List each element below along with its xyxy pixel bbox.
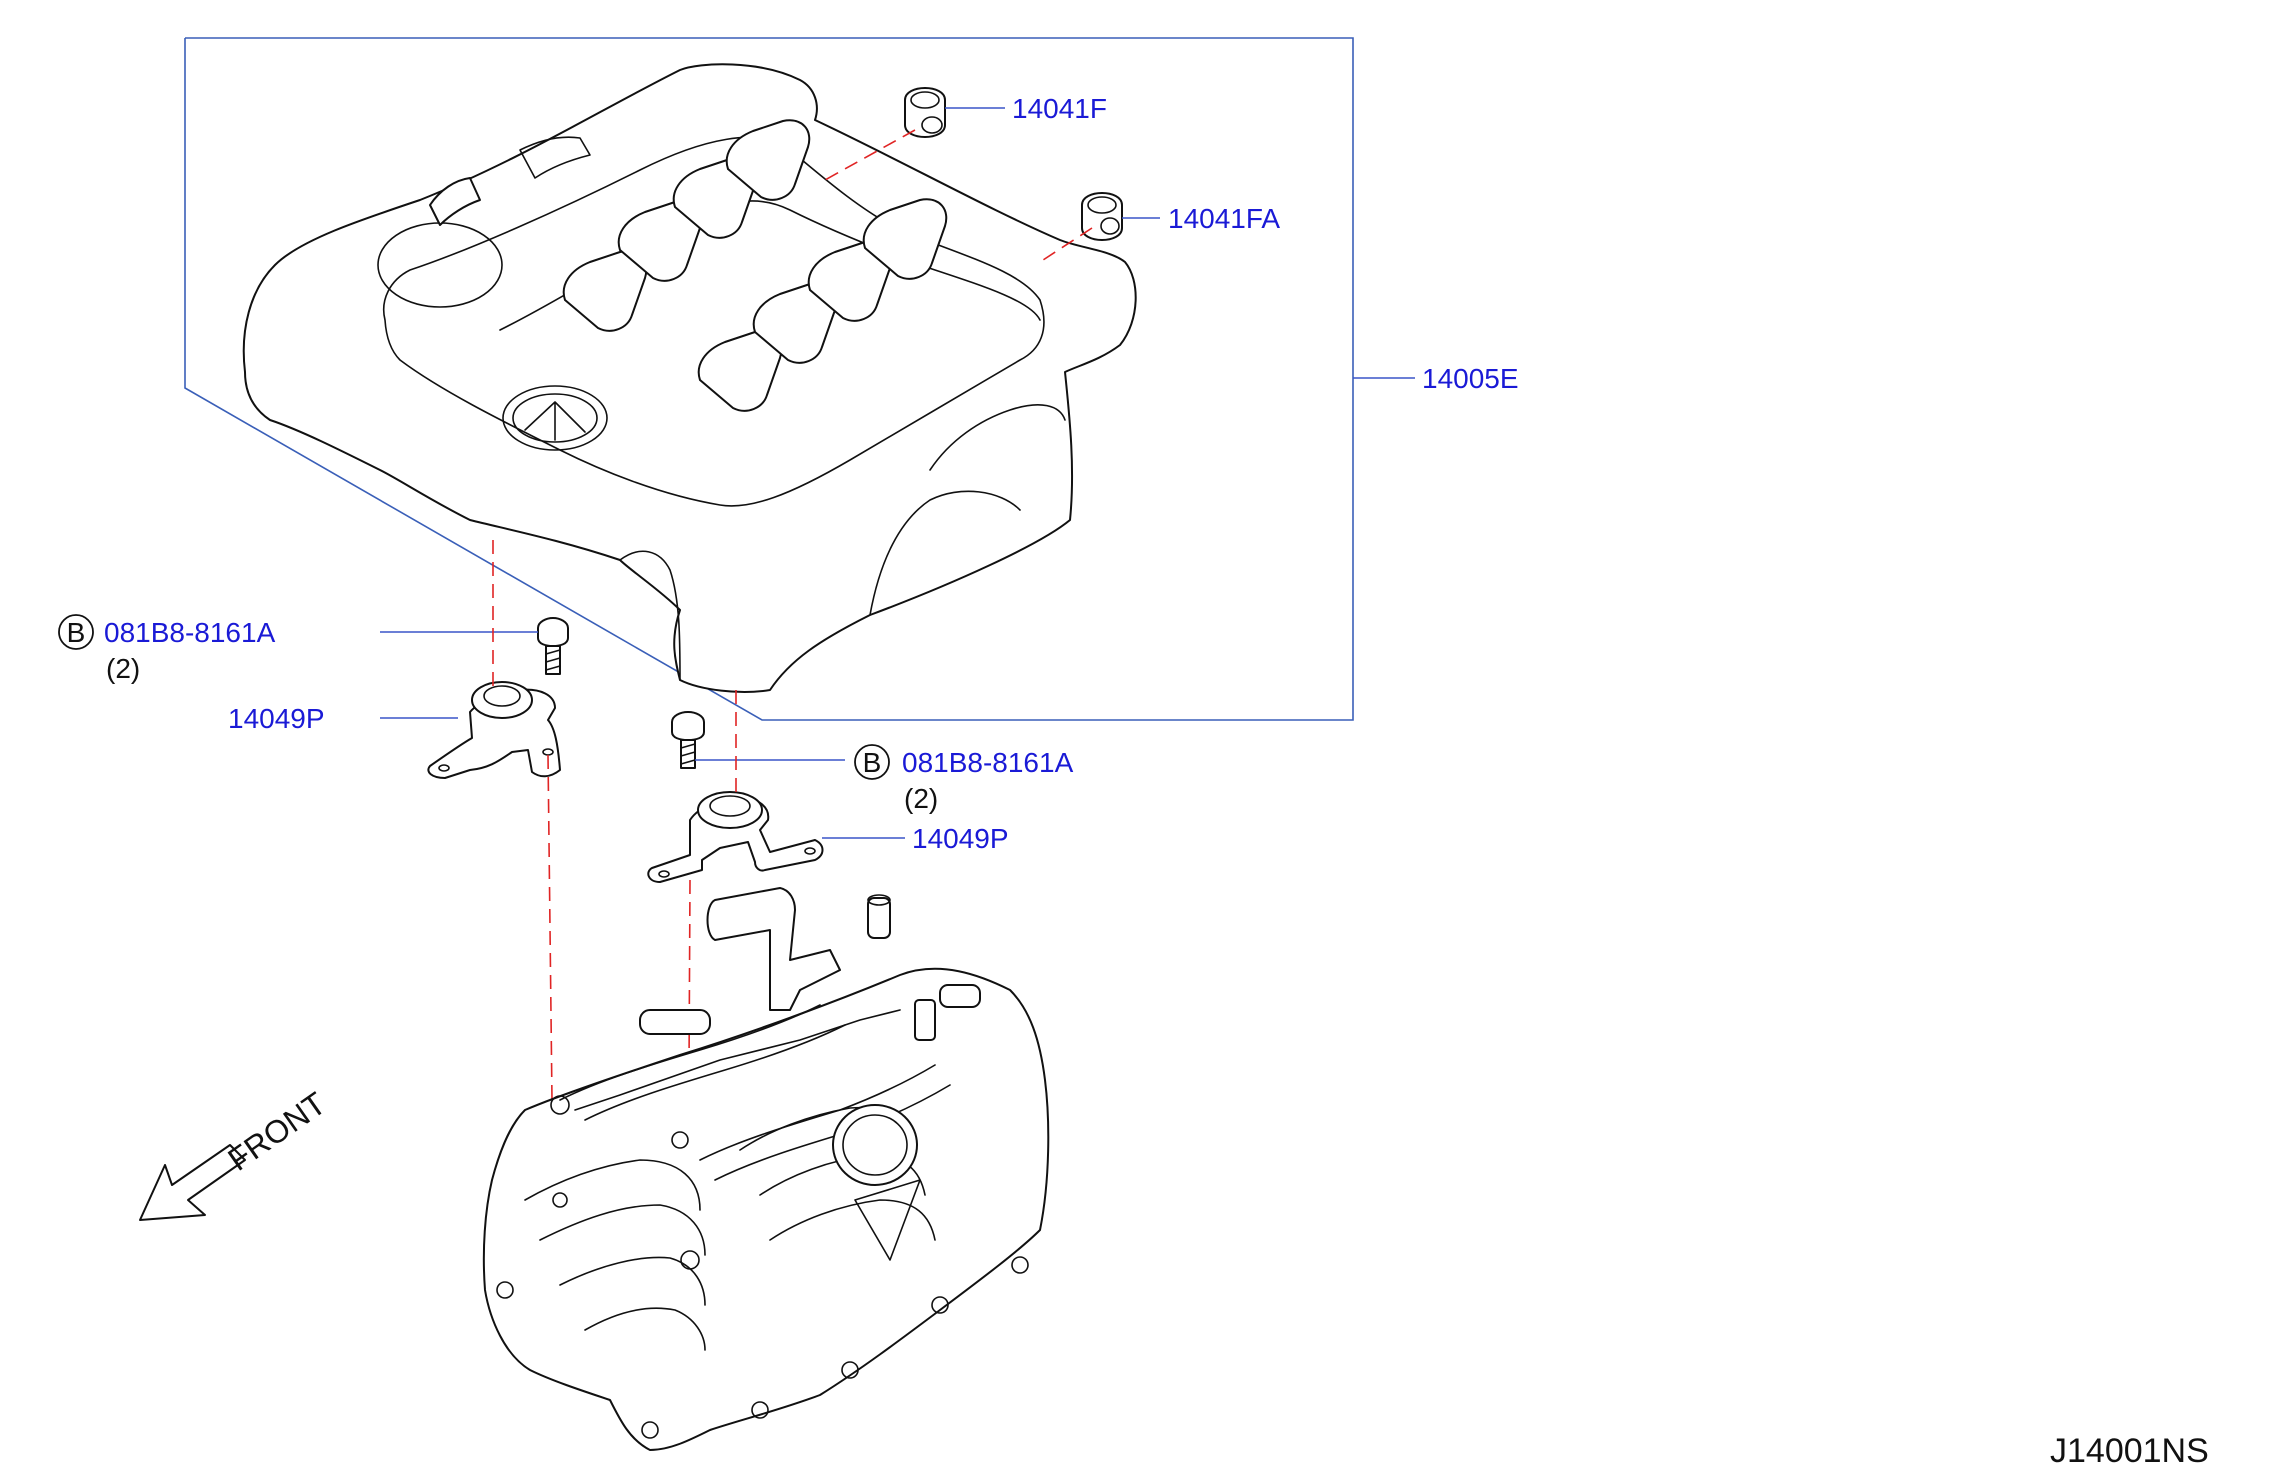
- engine-cover: [242, 63, 1137, 693]
- bolt-upper-mark-circle: [58, 614, 94, 650]
- label-bracket-right[interactable]: 14049P: [912, 823, 1009, 854]
- intake-manifold: [482, 887, 1050, 1451]
- bolt-upper-mark: B: [67, 617, 86, 648]
- label-14041F[interactable]: 14041F: [1012, 93, 1107, 124]
- front-arrow-icon: [139, 1144, 246, 1221]
- grommet-14041FA: [1081, 192, 1123, 241]
- label-bolt-upper-qty: (2): [106, 653, 140, 684]
- bolt-lower-mark-circle: [854, 744, 890, 780]
- bolt-lower-mark: B: [863, 747, 882, 778]
- label-14041FA[interactable]: 14041FA: [1168, 203, 1280, 234]
- reference-code: J14001NS: [2050, 1432, 2209, 1470]
- front-label: FRONT: [221, 1085, 332, 1178]
- grommet-14041F: [904, 87, 946, 138]
- bolt-lower-right: [671, 711, 705, 769]
- label-bolt-upper[interactable]: 081B8-8161A: [104, 617, 276, 648]
- bracket-14049P-left: [427, 681, 561, 779]
- label-bracket-left[interactable]: 14049P: [228, 703, 325, 734]
- label-bolt-lower[interactable]: 081B8-8161A: [902, 747, 1074, 778]
- bolt-upper-left: [537, 617, 569, 675]
- label-14005E[interactable]: 14005E: [1422, 363, 1519, 394]
- label-bolt-lower-qty: (2): [904, 783, 938, 814]
- cover-assembly-frame: [184, 37, 1354, 721]
- bracket-14049P-right: [647, 791, 824, 883]
